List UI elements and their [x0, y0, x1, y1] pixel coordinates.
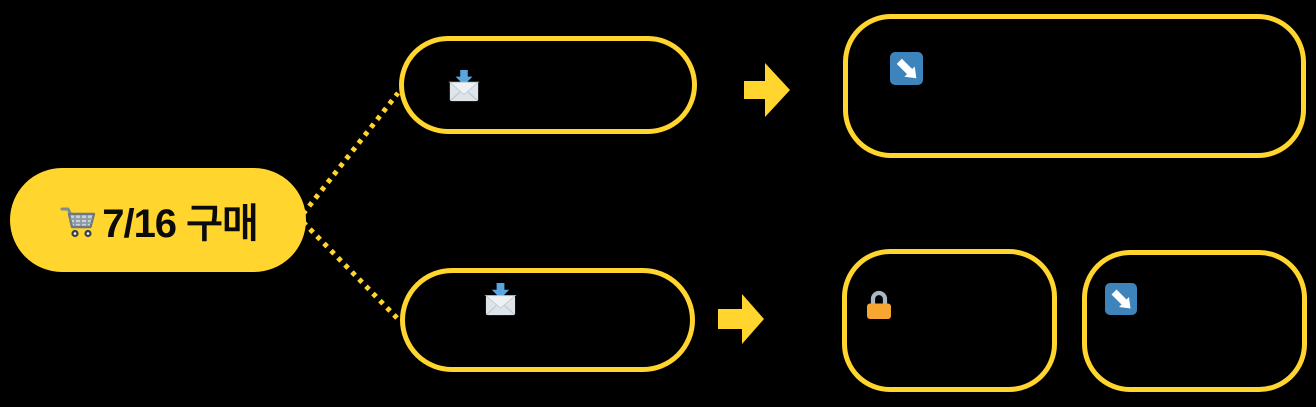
down-right-arrow-icon: [1105, 283, 1137, 315]
down-right-arrow-icon: [890, 52, 923, 85]
result-node-bottom-left: [842, 249, 1057, 392]
shopping-cart-icon: [60, 207, 96, 238]
email-node-bottom: [400, 268, 695, 372]
envelope-with-arrow-icon: [448, 70, 480, 102]
lock-icon: [867, 290, 891, 319]
flow-arrow-top: [744, 63, 790, 117]
purchase-node: 7/16 구매: [10, 168, 306, 272]
result-node-top: [843, 14, 1306, 158]
email-node-top: [399, 36, 697, 134]
flow-arrow-bottom: [718, 294, 764, 344]
envelope-with-arrow-icon: [484, 283, 517, 316]
result-node-bottom-right: [1082, 250, 1307, 392]
dotted-connector-bottom: [301, 220, 399, 320]
purchase-node-label: 7/16 구매: [102, 202, 259, 246]
dotted-connector-top: [301, 91, 400, 216]
